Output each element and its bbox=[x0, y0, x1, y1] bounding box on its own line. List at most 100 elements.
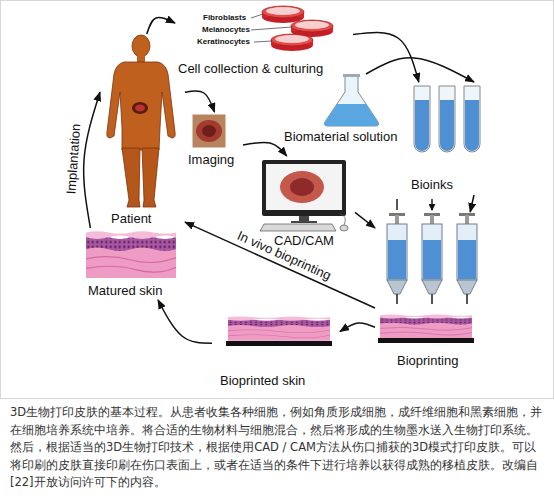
cad-cam-computer: CAD/CAM bbox=[250, 156, 355, 250]
node-label: Matured skin bbox=[88, 284, 162, 299]
patient-head bbox=[132, 35, 150, 57]
tube-liquid bbox=[415, 100, 429, 151]
syringe-tip bbox=[387, 280, 407, 294]
node-label: Patient bbox=[111, 212, 151, 227]
tube-glass bbox=[464, 86, 480, 152]
node-label: Bioinks bbox=[411, 178, 453, 193]
printing-skin bbox=[380, 315, 472, 338]
connector-group bbox=[84, 17, 474, 343]
node-text: Fibroblasts bbox=[203, 13, 246, 22]
nozzle bbox=[431, 294, 433, 304]
flow-arrow bbox=[147, 17, 175, 34]
computer bbox=[260, 160, 348, 231]
monitor bbox=[262, 160, 346, 216]
dish-lid bbox=[291, 20, 333, 32]
wound-photo bbox=[192, 114, 226, 148]
node-text: Cell collection & culturing bbox=[178, 62, 323, 77]
flow-arrow bbox=[366, 58, 474, 82]
patient-leg bbox=[122, 148, 140, 207]
dish-medium bbox=[275, 35, 309, 43]
node-text: Keratinocytes bbox=[197, 37, 250, 46]
skin-section bbox=[228, 317, 330, 341]
bioprinter: Bioprinting bbox=[375, 212, 487, 372]
syringe-tip bbox=[457, 280, 477, 294]
dish-lid bbox=[262, 6, 304, 18]
dish-lid bbox=[271, 34, 313, 46]
tube-glass bbox=[439, 86, 455, 152]
wound-center bbox=[135, 105, 145, 112]
flask bbox=[324, 74, 378, 126]
bioprinted-skin-art bbox=[226, 317, 332, 346]
petri-dishes bbox=[251, 6, 333, 51]
photo-wound bbox=[196, 120, 222, 142]
wound bbox=[132, 102, 148, 114]
matured-skin-art bbox=[86, 231, 176, 278]
patient-leg bbox=[142, 148, 159, 207]
screen-wound bbox=[280, 171, 324, 203]
plunger-rod bbox=[465, 215, 469, 224]
flow-arrow bbox=[353, 32, 419, 82]
plunger-rod bbox=[430, 215, 434, 224]
flow-arrow bbox=[158, 300, 212, 343]
flow-arrow bbox=[340, 323, 375, 332]
syringe-ink bbox=[423, 240, 441, 279]
test-tubes bbox=[414, 86, 480, 152]
biomaterial-flask: Biomaterial solution bbox=[282, 74, 402, 148]
photo-frame bbox=[192, 114, 226, 148]
screen-wound-core bbox=[290, 178, 314, 196]
mouse-cable bbox=[340, 214, 345, 225]
flow-arrow bbox=[243, 142, 287, 156]
bioprinted-skin: Bioprinted skin bbox=[212, 312, 340, 390]
node-label: Bioprinting bbox=[397, 354, 458, 369]
tube-liquid bbox=[465, 100, 479, 151]
flask-rim bbox=[343, 74, 360, 77]
nozzle bbox=[466, 294, 468, 304]
cell-culture: FibroblastsMelanocytesKeratinocytesCell … bbox=[175, 4, 353, 80]
feed-arrow bbox=[397, 199, 432, 210]
print-bed bbox=[378, 338, 474, 343]
node-label: Bioprinted skin bbox=[220, 374, 305, 389]
node-label: Imaging bbox=[188, 153, 234, 168]
flow-arrow bbox=[355, 212, 375, 228]
mouse bbox=[340, 225, 348, 231]
tube-liquid bbox=[440, 100, 454, 151]
edge-label: Implantation bbox=[64, 123, 83, 195]
nozzle bbox=[396, 294, 398, 304]
photo-wound-core bbox=[202, 125, 216, 137]
patient-figure: Patient bbox=[100, 34, 185, 228]
flow-arrow bbox=[185, 222, 375, 308]
syringe-ink bbox=[388, 240, 406, 279]
skin-section bbox=[86, 231, 176, 278]
flow-arrow bbox=[185, 91, 215, 112]
keyboard bbox=[260, 224, 336, 231]
plunger-rod bbox=[395, 215, 399, 224]
leader-line bbox=[251, 14, 292, 42]
flask-glass bbox=[324, 76, 378, 126]
monitor-stand bbox=[299, 216, 309, 221]
syringe-barrel bbox=[387, 224, 407, 280]
bioink-tubes: Bioinks bbox=[405, 82, 497, 195]
figure-caption: 3D生物打印皮肤的基本过程。从患者收集各种细胞，例如角质形成细胞，成纤维细胞和黑… bbox=[10, 404, 546, 492]
figure-frame bbox=[1, 1, 554, 399]
patient-silhouette bbox=[107, 35, 175, 207]
matured-skin: Matured skin bbox=[80, 228, 184, 300]
bioprinter-art bbox=[378, 199, 477, 343]
dish-medium bbox=[295, 21, 329, 29]
syringe-barrel bbox=[457, 224, 477, 280]
node-label: CAD/CAM bbox=[274, 234, 334, 249]
syringe-tip bbox=[422, 280, 442, 294]
skin-base bbox=[226, 341, 332, 346]
syringe-ink bbox=[458, 240, 476, 279]
monitor-base bbox=[291, 221, 317, 223]
tube-glass bbox=[414, 86, 430, 152]
flask-liquid bbox=[324, 104, 378, 126]
flow-arrow bbox=[470, 195, 474, 212]
dish-medium bbox=[266, 7, 300, 15]
node-text: Melanocytes bbox=[202, 25, 250, 34]
patient-torso bbox=[107, 62, 175, 150]
imaging-photo: Imaging bbox=[186, 112, 243, 172]
syringe-barrel bbox=[422, 224, 442, 280]
node-label: Biomaterial solution bbox=[284, 130, 397, 145]
